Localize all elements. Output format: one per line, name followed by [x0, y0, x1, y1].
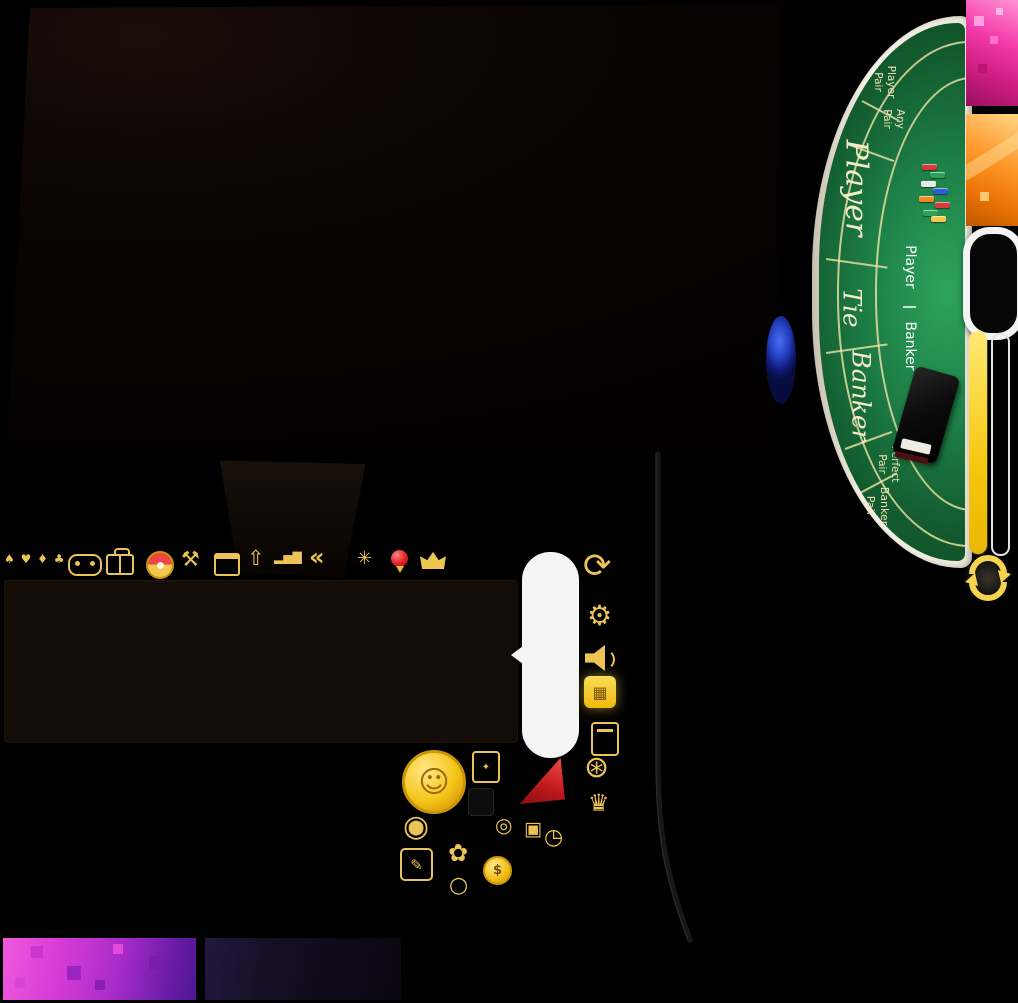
- pixel-deco: [31, 946, 43, 958]
- sparkle-icon[interactable]: ✳: [357, 548, 373, 569]
- leaderboard-icon[interactable]: ▂▅▇: [274, 550, 302, 564]
- spark-icon: ✦: [481, 761, 491, 773]
- chip: [919, 196, 934, 202]
- pixel-deco: [67, 966, 81, 980]
- scoreboard-banker-label: Banker: [901, 321, 918, 371]
- chip: [921, 181, 936, 187]
- pixel-deco: [113, 944, 123, 954]
- settings-gear-icon[interactable]: ⚙: [587, 599, 613, 632]
- bet-zone-banker[interactable]: Banker: [846, 350, 876, 442]
- card-suits-icon[interactable]: ♠ ♥ ♦ ♣: [4, 552, 66, 566]
- clock-icon: ◷: [544, 825, 564, 850]
- video-stream-area: [7, 4, 781, 457]
- chip-icon[interactable]: ⊛: [584, 750, 610, 785]
- stand-rod: [655, 451, 693, 943]
- pencil-glyph: ✎: [410, 855, 423, 874]
- speaker-wave: [594, 649, 615, 670]
- gold-coin-emoji: ☺: [402, 750, 466, 814]
- rank-up-icon[interactable]: ⇧: [247, 546, 265, 570]
- pixel-deco: [149, 956, 162, 969]
- volume-slider-track[interactable]: [991, 333, 1010, 556]
- bet-zone-banker-pair[interactable]: Banker Pair: [864, 486, 891, 526]
- ring-icon: ◎: [495, 813, 513, 837]
- flower-icon: ✿: [448, 839, 469, 867]
- scoreboard-player-label: Player: [901, 245, 918, 289]
- chip: [923, 210, 938, 216]
- volume-slider-fill[interactable]: [969, 331, 987, 554]
- tools-icon[interactable]: ⚒: [181, 547, 200, 571]
- pixel-deco: [990, 36, 998, 44]
- grid-icon: ▦: [592, 682, 608, 702]
- pixel-deco: [980, 192, 989, 201]
- edit-icon: ✎: [400, 848, 433, 881]
- promo-banner-dark[interactable]: [205, 938, 401, 1000]
- panel-icon: ✦: [472, 751, 500, 783]
- dollar-glyph: $: [492, 863, 503, 878]
- bet-zone-tie[interactable]: Tie: [837, 288, 867, 328]
- dark-tile: [468, 788, 494, 816]
- target-icon: ◉: [403, 809, 430, 844]
- gamepad-icon[interactable]: [68, 554, 102, 576]
- promo-banner-magenta[interactable]: [3, 938, 196, 1000]
- side-pill-button[interactable]: [963, 227, 1018, 340]
- drawer-handle[interactable]: [511, 552, 579, 758]
- calendar-icon[interactable]: [214, 553, 240, 576]
- red-balloon-icon[interactable]: [391, 550, 408, 573]
- refresh-arrows-icon: [965, 555, 1011, 601]
- pixel-deco: [978, 64, 987, 73]
- light-streak: [966, 129, 1018, 181]
- volume-icon[interactable]: [585, 645, 615, 671]
- bet-zone-player[interactable]: Player: [838, 139, 874, 237]
- blue-object: [766, 316, 796, 404]
- monitor-stand-shadow: [219, 460, 366, 578]
- back-icon[interactable]: «: [309, 543, 325, 571]
- chip: [935, 202, 950, 208]
- bet-table: [812, 16, 972, 568]
- pixel-deco: [996, 8, 1003, 15]
- gift-icon[interactable]: [106, 548, 134, 575]
- promo-banner-pink[interactable]: [966, 0, 1018, 106]
- circle-icon: ○: [449, 873, 469, 898]
- scoreboard-divider: [903, 306, 916, 308]
- dollar-coin-icon: $: [483, 856, 512, 885]
- vip-icon[interactable]: ♛: [588, 789, 610, 817]
- pixel-deco: [95, 980, 105, 990]
- chip: [922, 164, 937, 170]
- smiley-face-icon: ☺: [418, 764, 450, 800]
- chip: [930, 172, 945, 178]
- pixel-deco: [15, 978, 25, 988]
- pixel-deco: [974, 16, 984, 26]
- bet-zone-any-pair[interactable]: Any Pair: [881, 108, 907, 130]
- orb-icon[interactable]: [146, 551, 174, 579]
- chip: [931, 216, 946, 222]
- refresh-button[interactable]: [962, 552, 1014, 604]
- crown-icon[interactable]: [420, 552, 446, 569]
- promo-banner-orange[interactable]: [966, 114, 1018, 226]
- bet-zone-player-pair[interactable]: Player Pair: [872, 65, 898, 99]
- chat-panel[interactable]: [4, 580, 518, 743]
- chip: [933, 188, 948, 194]
- frame-icon[interactable]: [591, 722, 619, 756]
- reload-icon[interactable]: ⟳: [583, 546, 612, 586]
- red-flag-shape: [515, 758, 565, 805]
- camera-icon: ▣: [524, 818, 542, 840]
- table-switch-button[interactable]: ▦: [584, 676, 616, 708]
